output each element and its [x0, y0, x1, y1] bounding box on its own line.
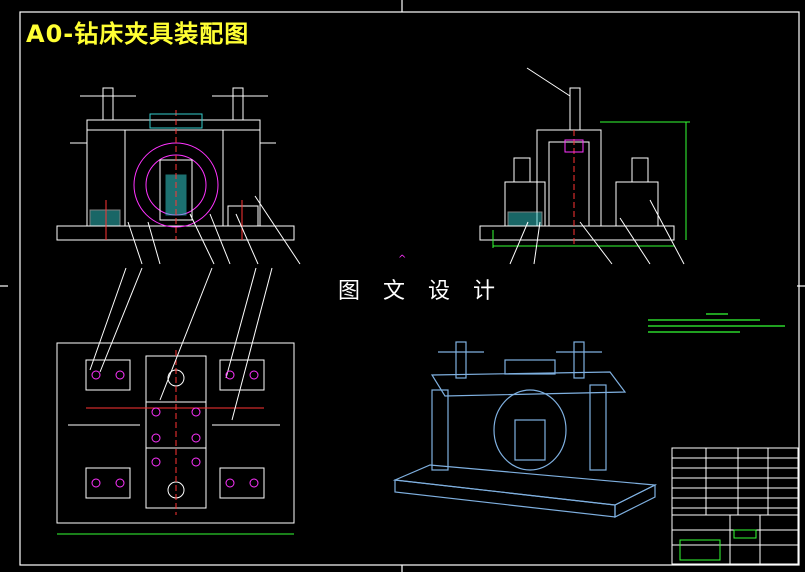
drawing-title: A0-钻床夹具装配图 [26, 20, 250, 48]
top-plan-view [56, 267, 295, 535]
center-mark: ^ [398, 254, 407, 265]
title-block [671, 447, 799, 565]
plan-screw-holes [91, 370, 259, 488]
isometric-view [392, 341, 658, 518]
watermark: 图 文 设 计 [338, 279, 503, 304]
front-section-view [56, 87, 301, 265]
side-section-view [479, 67, 690, 265]
notes-lines [648, 313, 785, 333]
